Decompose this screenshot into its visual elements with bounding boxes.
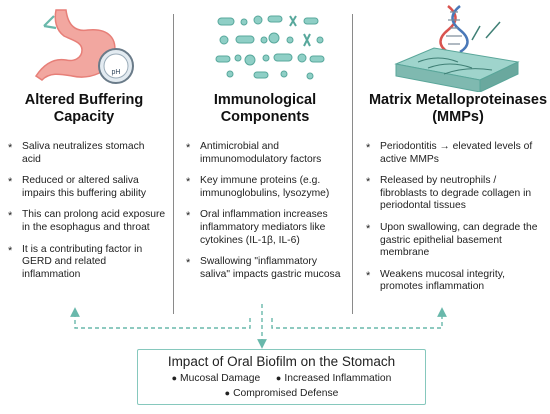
impact-item: Compromised Defense — [233, 388, 339, 399]
list-item: Upon swallowing, can degrade the gastric… — [364, 222, 544, 260]
list-item: Periodontitis → elevated levels of activ… — [364, 141, 544, 166]
impact-summary-box: Impact of Oral Biofilm on the Stomach ●M… — [137, 349, 426, 405]
impact-items-row: ●Compromised Defense — [224, 388, 339, 399]
impact-item: Increased Inflammation — [284, 373, 392, 384]
list-item: Swallowing "inflammatory saliva" impacts… — [184, 256, 348, 281]
column-divider — [173, 14, 174, 314]
list-item: Antimicrobial and immunomodulatory facto… — [184, 141, 348, 166]
bullet-list: Saliva neutralizes stomach acid Reduced … — [6, 141, 166, 290]
bullet-list: Periodontitis → elevated levels of activ… — [364, 141, 544, 303]
list-item: Saliva neutralizes stomach acid — [6, 141, 166, 166]
impact-item: Mucosal Damage — [180, 373, 261, 384]
list-item: Oral inflammation increases inflammatory… — [184, 209, 348, 247]
list-item: Reduced or altered saliva impairs this b… — [6, 175, 166, 200]
column-heading: Immunological Components — [213, 92, 317, 125]
bullet-list: Antimicrobial and immunomodulatory facto… — [184, 141, 348, 290]
svg-text:pH: pH — [112, 69, 121, 76]
arrow-left-column — [70, 307, 251, 329]
list-item: It is a contributing factor in GERD and … — [6, 244, 166, 282]
list-item: This can prolong acid exposure in the es… — [6, 209, 166, 234]
dna-tissue-icon — [394, 5, 520, 92]
impact-title: Impact of Oral Biofilm on the Stomach — [167, 354, 396, 369]
impact-items-row: ●Mucosal Damage ●Increased Inflammation — [171, 373, 392, 384]
list-item: Key immune proteins (e.g. immunoglobulin… — [184, 175, 348, 200]
column-divider — [352, 14, 353, 314]
column-heading: Altered Buffering Capacity — [24, 92, 144, 125]
list-item: Weakens mucosal integrity, promotes infl… — [364, 269, 544, 294]
microbes-cells-icon — [215, 15, 325, 80]
stomach-ph-icon: pH — [34, 9, 134, 84]
column-heading: Matrix Metalloproteinases (MMPs) — [368, 92, 548, 125]
arrow-right-column — [271, 307, 447, 329]
list-item: Released by neutrophils / fibroblasts to… — [364, 175, 544, 213]
